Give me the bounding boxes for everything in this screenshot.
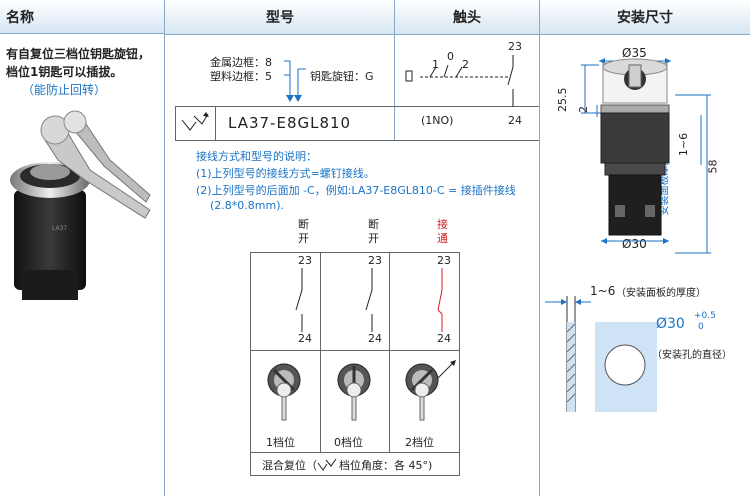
state-bottom: 通	[437, 232, 448, 245]
contact-top-number: 23	[508, 40, 522, 53]
header-contact: 触头	[453, 10, 481, 26]
product-description-line2: 档位1钥匙可以插拔。	[6, 65, 123, 79]
key-position-1-icon	[267, 363, 301, 421]
product-note: （能防止回转）	[22, 83, 107, 97]
table-divider	[250, 350, 459, 351]
position-state-3: 接 通	[437, 218, 448, 246]
header-model: 型号	[266, 10, 294, 26]
row-divider	[175, 106, 539, 107]
panel-thickness-label: （安装面板的厚度）	[616, 288, 706, 299]
mounting-dimension-drawing	[581, 58, 711, 254]
frame-metal-label: 金属边框：8	[210, 56, 272, 69]
contact-switch-symbols	[295, 268, 443, 332]
product-description-line1: 有自复位三档位钥匙旋钮，	[6, 47, 151, 61]
contact-symbol	[405, 55, 514, 107]
svg-text:LA37: LA37	[52, 225, 67, 232]
hole-label: （安装孔的直径）	[652, 350, 732, 361]
model-number: LA37-E8GL810	[228, 114, 352, 132]
caption-position-1: 1档位	[266, 436, 295, 449]
header-contact-cell: 触头	[395, 0, 539, 35]
dim-25-5: 25.5	[556, 87, 569, 113]
table-divider	[389, 252, 390, 452]
row-divider	[215, 106, 216, 140]
cell2-bottom: 24	[368, 332, 382, 345]
state-bottom: 开	[298, 232, 309, 245]
row-divider	[175, 106, 176, 140]
column-divider	[539, 0, 540, 496]
contact-bottom-number: 24	[508, 114, 522, 127]
caption-position-0: 0档位	[334, 436, 363, 449]
explain-line2b: (2.8*0.8mm).	[210, 199, 284, 212]
positions-table	[250, 252, 460, 476]
dim-dia-top: Ø35	[622, 46, 647, 60]
cell2-top: 23	[368, 254, 382, 267]
caption-position-2: 2档位	[405, 436, 434, 449]
panel-cross-section	[545, 296, 657, 412]
cell3-top: 23	[437, 254, 451, 267]
column-divider	[394, 0, 395, 140]
state-bottom: 开	[368, 232, 379, 245]
rotation-symbol-icon	[181, 112, 209, 131]
explain-line2: (2)上列型号的后面加 -C，例如:LA37-E8GL810-C = 接插件接线	[196, 184, 516, 197]
frame-plastic-label: 塑料边框：5	[210, 70, 272, 83]
explain-title: 接线方式和型号的说明：	[196, 150, 317, 163]
position-state-1: 断 开	[298, 218, 309, 246]
explain-line1: (1)上列型号的接线方式=螺钉接线。	[196, 167, 375, 180]
column-divider	[164, 0, 165, 496]
hole-diameter: Ø30	[656, 316, 685, 332]
rotation-symbol-icon	[317, 458, 337, 471]
contact-no-label: (1NO)	[421, 114, 454, 127]
footer-caption-right: 档位角度：各 45°)	[339, 459, 433, 472]
product-photo: LA37	[10, 110, 151, 300]
cell3-bottom: 24	[437, 332, 451, 345]
header-mounting: 安装尺寸	[617, 10, 673, 26]
state-top: 接	[437, 218, 448, 231]
panel-thickness-value: 1~6	[590, 284, 616, 298]
table-divider	[320, 252, 321, 452]
contact-pos1: 1	[432, 58, 439, 71]
position-state-2: 断 开	[368, 218, 379, 246]
footer-caption: 混合复位（ 档位角度：各 45°)	[262, 457, 432, 473]
table-divider	[250, 452, 459, 453]
key-position-0-icon	[337, 363, 371, 421]
row-divider	[175, 140, 539, 141]
model-code-arrows	[284, 60, 306, 102]
contact-pos0: 0	[447, 50, 454, 63]
header-mounting-cell: 安装尺寸	[540, 0, 750, 35]
header-name-cell: 名称	[0, 0, 164, 34]
hole-tol-zero: 0	[698, 322, 704, 332]
header-name: 名称	[6, 9, 34, 26]
cell1-top: 23	[298, 254, 312, 267]
footer-caption-left: 混合复位（	[262, 459, 317, 472]
contact-pos2: 2	[462, 58, 469, 71]
key-knob-label: 钥匙旋钮：G	[310, 70, 374, 83]
header-model-cell: 型号	[165, 0, 395, 35]
hole-tol-plus: +0.5	[694, 311, 716, 321]
key-position-2-icon	[405, 360, 456, 421]
state-top: 断	[298, 218, 309, 231]
cell1-bottom: 24	[298, 332, 312, 345]
state-top: 断	[368, 218, 379, 231]
